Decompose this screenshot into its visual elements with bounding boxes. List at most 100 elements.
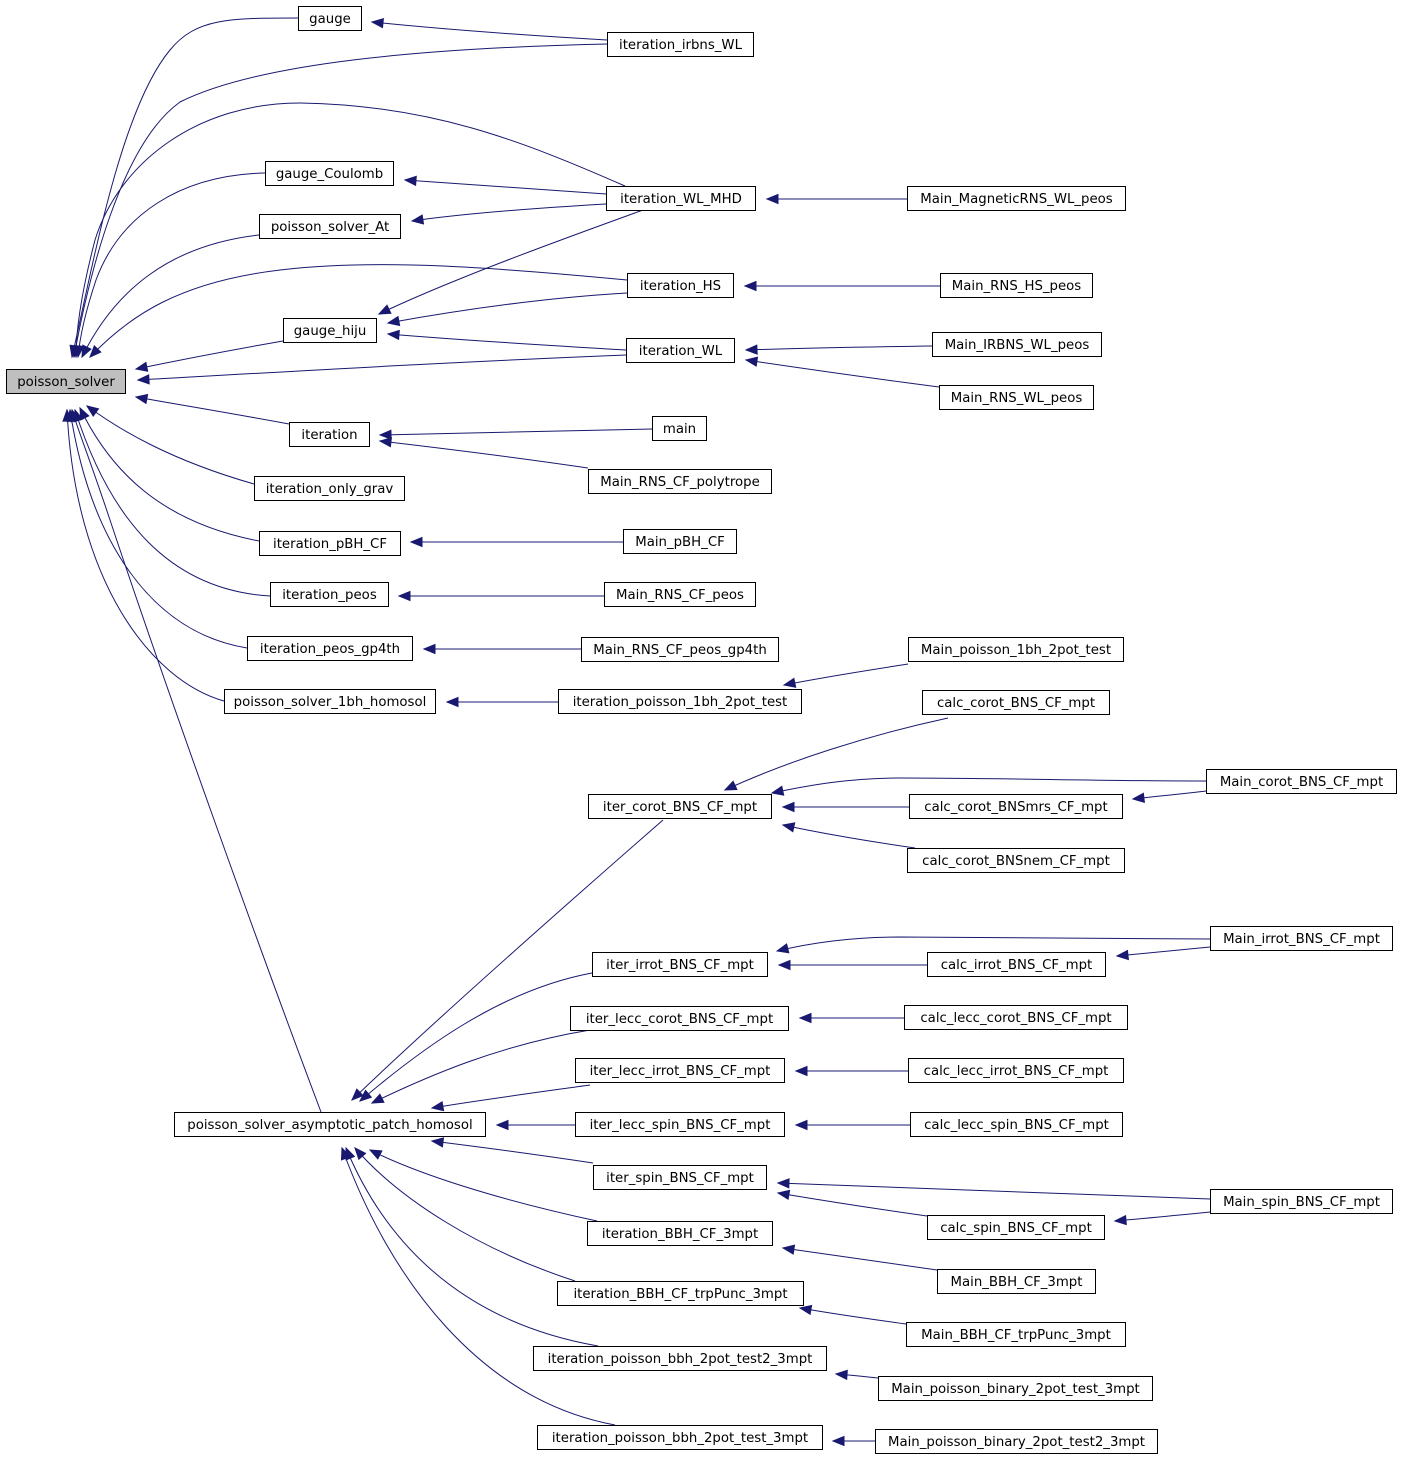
node-box[interactable] bbox=[254, 476, 405, 501]
node-box[interactable] bbox=[533, 1346, 827, 1371]
node-iteration_BBH_CF_3mpt[interactable]: iteration_BBH_CF_3mpt bbox=[587, 1221, 773, 1246]
node-iteration_BBH_CF_trpPunc_3mpt[interactable]: iteration_BBH_CF_trpPunc_3mpt bbox=[557, 1281, 804, 1306]
node-box[interactable] bbox=[909, 794, 1123, 819]
node-box[interactable] bbox=[908, 1058, 1124, 1083]
node-calc_corot_BNSmrs_CF_mpt[interactable]: calc_corot_BNSmrs_CF_mpt bbox=[909, 794, 1123, 819]
node-box[interactable] bbox=[939, 385, 1094, 410]
node-iter_lecc_spin_BNS_CF_mpt[interactable]: iter_lecc_spin_BNS_CF_mpt bbox=[575, 1112, 785, 1137]
node-box[interactable] bbox=[906, 1322, 1126, 1347]
node-iteration_poisson_bbh_2pot_test_3mpt[interactable]: iteration_poisson_bbh_2pot_test_3mpt bbox=[537, 1425, 823, 1450]
node-Main_spin_BNS_CF_mpt[interactable]: Main_spin_BNS_CF_mpt bbox=[1210, 1189, 1393, 1214]
node-box[interactable] bbox=[875, 1429, 1158, 1454]
node-box[interactable] bbox=[1210, 926, 1393, 951]
node-box[interactable] bbox=[604, 582, 756, 607]
node-box[interactable] bbox=[932, 332, 1102, 357]
node-gauge_hiju[interactable]: gauge_hiju bbox=[283, 318, 377, 343]
node-iteration_WL[interactable]: iteration_WL bbox=[626, 338, 735, 363]
node-box[interactable] bbox=[270, 582, 389, 607]
node-iter_lecc_irrot_BNS_CF_mpt[interactable]: iter_lecc_irrot_BNS_CF_mpt bbox=[575, 1058, 785, 1083]
node-box[interactable] bbox=[289, 422, 370, 447]
node-box[interactable] bbox=[247, 636, 413, 661]
node-Main_corot_BNS_CF_mpt[interactable]: Main_corot_BNS_CF_mpt bbox=[1206, 769, 1397, 794]
node-Main_pBH_CF[interactable]: Main_pBH_CF bbox=[623, 529, 737, 554]
node-box[interactable] bbox=[927, 952, 1106, 977]
node-box[interactable] bbox=[174, 1112, 486, 1137]
node-box[interactable] bbox=[593, 1165, 767, 1190]
node-gauge[interactable]: gauge bbox=[298, 6, 362, 31]
node-iter_irrot_BNS_CF_mpt[interactable]: iter_irrot_BNS_CF_mpt bbox=[592, 952, 768, 977]
node-iteration[interactable]: iteration bbox=[289, 422, 370, 447]
node-box[interactable] bbox=[904, 1005, 1128, 1030]
node-box[interactable] bbox=[907, 848, 1125, 873]
node-Main_poisson_binary_2pot_test2_3mpt[interactable]: Main_poisson_binary_2pot_test2_3mpt bbox=[875, 1429, 1158, 1454]
node-calc_lecc_spin_BNS_CF_mpt[interactable]: calc_lecc_spin_BNS_CF_mpt bbox=[910, 1112, 1123, 1137]
node-iteration_irbns_WL[interactable]: iteration_irbns_WL bbox=[607, 32, 754, 57]
node-box[interactable] bbox=[224, 689, 436, 714]
node-box[interactable] bbox=[623, 529, 737, 554]
node-box[interactable] bbox=[587, 1221, 773, 1246]
node-box[interactable] bbox=[937, 1269, 1096, 1294]
node-box[interactable] bbox=[298, 6, 362, 31]
node-box[interactable] bbox=[607, 32, 754, 57]
node-box[interactable] bbox=[1206, 769, 1397, 794]
node-box[interactable] bbox=[570, 1006, 789, 1031]
node-iter_corot_BNS_CF_mpt[interactable]: iter_corot_BNS_CF_mpt bbox=[588, 794, 772, 819]
node-box[interactable] bbox=[626, 338, 735, 363]
node-Main_poisson_binary_2pot_test_3mpt[interactable]: Main_poisson_binary_2pot_test_3mpt bbox=[878, 1376, 1153, 1401]
node-box[interactable] bbox=[588, 469, 772, 494]
node-poisson_solver_asymptotic_patch_homosol[interactable]: poisson_solver_asymptotic_patch_homosol bbox=[174, 1112, 486, 1137]
node-Main_RNS_CF_peos_gp4th[interactable]: Main_RNS_CF_peos_gp4th bbox=[581, 637, 779, 662]
node-iteration_peos[interactable]: iteration_peos bbox=[270, 582, 389, 607]
node-poisson_solver_At[interactable]: poisson_solver_At bbox=[259, 214, 401, 239]
node-box[interactable] bbox=[581, 637, 779, 662]
node-box[interactable] bbox=[537, 1425, 823, 1450]
node-Main_IRBNS_WL_peos[interactable]: Main_IRBNS_WL_peos bbox=[932, 332, 1102, 357]
node-box[interactable] bbox=[557, 1281, 804, 1306]
node-box[interactable] bbox=[259, 214, 401, 239]
node-box[interactable] bbox=[940, 273, 1093, 298]
node-main[interactable]: main bbox=[652, 416, 707, 441]
node-iteration_pBH_CF[interactable]: iteration_pBH_CF bbox=[259, 531, 401, 556]
node-iteration_only_grav[interactable]: iteration_only_grav bbox=[254, 476, 405, 501]
node-box[interactable] bbox=[927, 1215, 1105, 1240]
node-iter_spin_BNS_CF_mpt[interactable]: iter_spin_BNS_CF_mpt bbox=[593, 1165, 767, 1190]
node-Main_poisson_1bh_2pot_test[interactable]: Main_poisson_1bh_2pot_test bbox=[908, 637, 1124, 662]
node-box[interactable] bbox=[627, 273, 734, 298]
node-Main_BBH_CF_trpPunc_3mpt[interactable]: Main_BBH_CF_trpPunc_3mpt bbox=[906, 1322, 1126, 1347]
node-box[interactable] bbox=[908, 637, 1124, 662]
node-box[interactable] bbox=[265, 161, 394, 186]
node-box[interactable] bbox=[575, 1112, 785, 1137]
node-box[interactable] bbox=[910, 1112, 1123, 1137]
node-gauge_Coulomb[interactable]: gauge_Coulomb bbox=[265, 161, 394, 186]
node-box[interactable] bbox=[575, 1058, 785, 1083]
node-box[interactable] bbox=[283, 318, 377, 343]
node-Main_RNS_CF_peos[interactable]: Main_RNS_CF_peos bbox=[604, 582, 756, 607]
node-box[interactable] bbox=[1210, 1189, 1393, 1214]
node-box[interactable] bbox=[588, 794, 772, 819]
node-box[interactable] bbox=[922, 690, 1110, 715]
node-Main_irrot_BNS_CF_mpt[interactable]: Main_irrot_BNS_CF_mpt bbox=[1210, 926, 1393, 951]
node-Main_RNS_CF_polytrope[interactable]: Main_RNS_CF_polytrope bbox=[588, 469, 772, 494]
node-calc_corot_BNS_CF_mpt[interactable]: calc_corot_BNS_CF_mpt bbox=[922, 690, 1110, 715]
node-box[interactable] bbox=[606, 186, 756, 211]
node-Main_RNS_HS_peos[interactable]: Main_RNS_HS_peos bbox=[940, 273, 1093, 298]
node-iteration_WL_MHD[interactable]: iteration_WL_MHD bbox=[606, 186, 756, 211]
node-iteration_peos_gp4th[interactable]: iteration_peos_gp4th bbox=[247, 636, 413, 661]
node-Main_RNS_WL_peos[interactable]: Main_RNS_WL_peos bbox=[939, 385, 1094, 410]
node-box[interactable] bbox=[907, 186, 1126, 211]
node-box[interactable] bbox=[6, 369, 126, 394]
node-calc_lecc_corot_BNS_CF_mpt[interactable]: calc_lecc_corot_BNS_CF_mpt bbox=[904, 1005, 1128, 1030]
node-Main_BBH_CF_3mpt[interactable]: Main_BBH_CF_3mpt bbox=[937, 1269, 1096, 1294]
node-box[interactable] bbox=[259, 531, 401, 556]
node-calc_lecc_irrot_BNS_CF_mpt[interactable]: calc_lecc_irrot_BNS_CF_mpt bbox=[908, 1058, 1124, 1083]
node-poisson_solver_1bh_homosol[interactable]: poisson_solver_1bh_homosol bbox=[224, 689, 436, 714]
node-iteration_poisson_1bh_2pot_test[interactable]: iteration_poisson_1bh_2pot_test bbox=[558, 689, 802, 714]
node-Main_MagneticRNS_WL_peos[interactable]: Main_MagneticRNS_WL_peos bbox=[907, 186, 1126, 211]
node-iter_lecc_corot_BNS_CF_mpt[interactable]: iter_lecc_corot_BNS_CF_mpt bbox=[570, 1006, 789, 1031]
node-calc_spin_BNS_CF_mpt[interactable]: calc_spin_BNS_CF_mpt bbox=[927, 1215, 1105, 1240]
node-calc_irrot_BNS_CF_mpt[interactable]: calc_irrot_BNS_CF_mpt bbox=[927, 952, 1106, 977]
node-iteration_HS[interactable]: iteration_HS bbox=[627, 273, 734, 298]
node-iteration_poisson_bbh_2pot_test2_3mpt[interactable]: iteration_poisson_bbh_2pot_test2_3mpt bbox=[533, 1346, 827, 1371]
node-calc_corot_BNSnem_CF_mpt[interactable]: calc_corot_BNSnem_CF_mpt bbox=[907, 848, 1125, 873]
node-box[interactable] bbox=[558, 689, 802, 714]
